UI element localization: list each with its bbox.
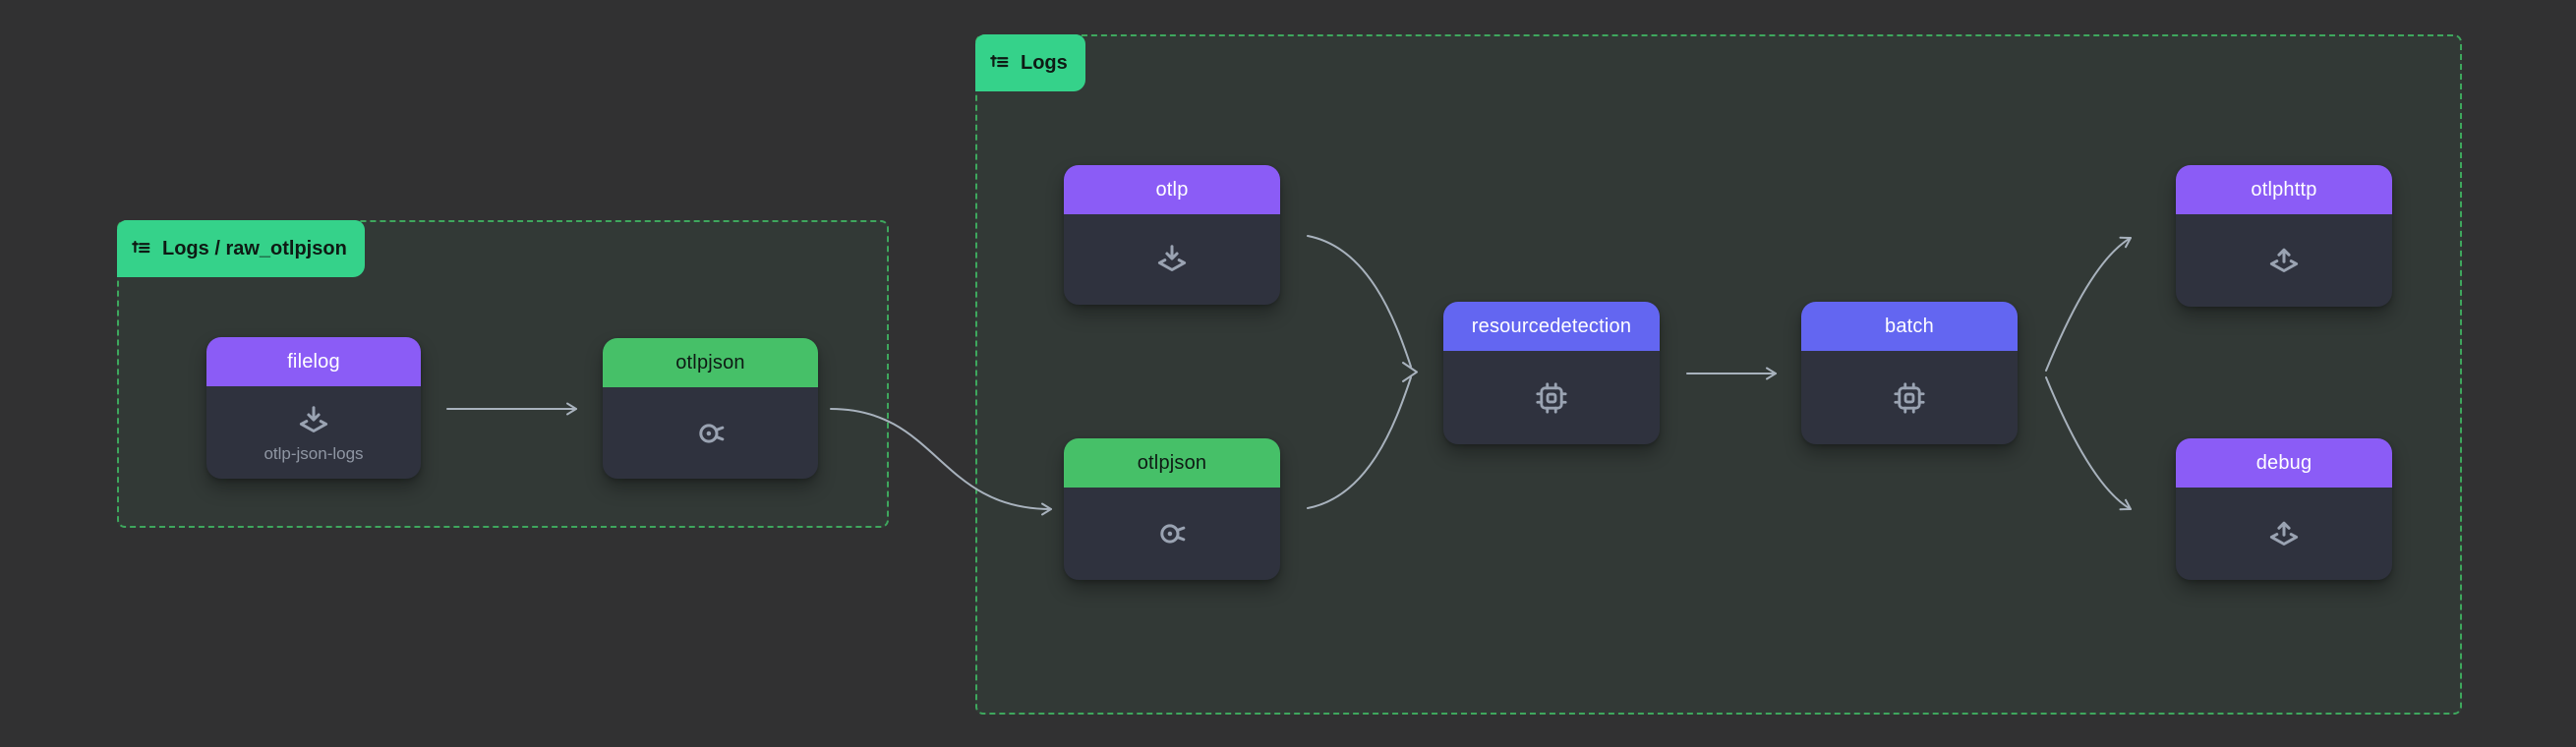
node-header: debug [2176,438,2392,488]
exporter-icon [2269,248,2299,272]
node-header: otlphttp [2176,165,2392,214]
node-title: debug [2255,451,2313,474]
connector-icon [1160,524,1186,544]
processor-icon [1894,381,1925,414]
node-body [1064,214,1280,305]
node-title: otlpjson [1137,451,1207,474]
node-otlp[interactable]: otlp [1064,165,1280,305]
node-otlpjson[interactable]: otlpjson [1064,438,1280,580]
node-title: otlp [1155,178,1189,201]
pipeline-group-logs: Logs [975,34,2462,715]
node-filelog[interactable]: filelog otlp-json-logs [206,337,421,479]
pipeline-group-label: Logs / raw_otlpjson [162,237,347,259]
node-body [1443,351,1660,444]
node-subtitle: otlp-json-logs [263,444,364,463]
pipeline-group-label: Logs [1021,51,1068,74]
pipeline-group-badge: Logs / raw_otlpjson [117,220,365,277]
node-header: otlpjson [603,338,818,387]
node-header: otlp [1064,165,1280,214]
node-title: otlpjson [675,351,745,374]
node-body [2176,488,2392,580]
node-header: filelog [206,337,421,386]
node-body [603,387,818,479]
node-body [1801,351,2018,444]
node-title: filelog [287,350,340,373]
node-body [2176,214,2392,307]
exporter-icon [2269,521,2299,546]
node-resourcedetection[interactable]: resourcedetection [1443,302,1660,444]
node-batch[interactable]: batch [1801,302,2018,444]
node-title: resourcedetection [1471,315,1632,337]
node-title: otlphttp [2251,178,2317,201]
node-otlpjson-raw[interactable]: otlpjson [603,338,818,479]
node-body [1064,488,1280,580]
pipelines-icon [132,240,150,253]
pipeline-group-badge: Logs [975,34,1085,91]
node-body: otlp-json-logs [206,386,421,479]
node-header: batch [1801,302,2018,351]
receiver-icon [299,406,328,432]
node-title: batch [1885,315,1934,337]
node-debug[interactable]: debug [2176,438,2392,580]
node-header: resourcedetection [1443,302,1660,351]
node-header: otlpjson [1064,438,1280,488]
receiver-icon [1157,245,1187,271]
processor-icon [1536,381,1567,414]
pipelines-icon [990,54,1009,67]
node-otlphttp[interactable]: otlphttp [2176,165,2392,307]
connector-icon [698,423,724,443]
